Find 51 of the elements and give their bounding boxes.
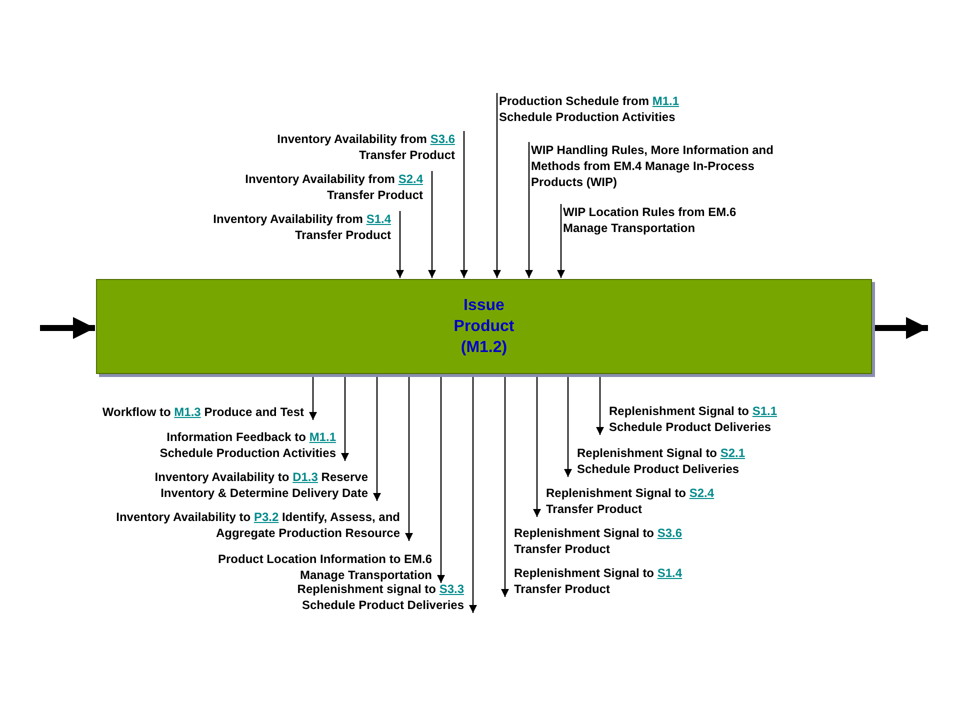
arrow — [428, 171, 436, 278]
flow-label: Production Schedule from M1.1 Schedule Production Activities — [497, 93, 712, 125]
process-box — [96, 279, 872, 374]
link: S1.4 — [366, 212, 391, 226]
flow-label: WIP Location Rules from EM.6 Manage Transportation — [561, 204, 748, 236]
arrow — [373, 375, 381, 501]
flow-label: Workflow to M1.3 Produce and Test — [72, 404, 313, 420]
arrow — [437, 375, 445, 583]
link: S2.1 — [720, 446, 746, 460]
arrow — [533, 375, 541, 517]
arrow — [341, 375, 349, 461]
flow-label: Product Location Information to EM.6 Manage Transportation — [184, 551, 441, 583]
arrow — [557, 204, 565, 278]
link: S3.6 — [657, 526, 682, 540]
arrow — [501, 375, 509, 597]
link: S1.1 — [752, 404, 778, 418]
link: M1.1 — [309, 430, 336, 444]
arrow — [596, 375, 604, 435]
link: D1.3 — [292, 470, 318, 484]
flow-arrow — [40, 317, 95, 339]
flow-label: WIP Handling Rules, More Information and Methods from EM.4 Manage In-Process Products (WIP) — [529, 142, 805, 190]
flow-label: Replenishment Signal to S1.1 Schedule Product Deliveries — [600, 403, 812, 435]
arrow — [309, 375, 317, 420]
link: S2.4 — [398, 172, 423, 186]
flow-label: Inventory Availability to P3.2 Identify, Assess, and Aggregate Production Resource — [110, 509, 409, 541]
link: M1.3 — [174, 405, 201, 419]
flow-label: Inventory Availability from S3.6 Transfer Product — [253, 131, 464, 163]
link: S3.3 — [439, 582, 464, 596]
flow-label: Replenishment Signal to S3.6 Transfer Product — [512, 525, 722, 557]
arrow — [405, 375, 413, 541]
flow-label: Information Feedback to M1.1 Schedule Production Activities — [136, 429, 345, 461]
flow-label: Replenishment Signal to S2.4 Transfer Product — [537, 485, 748, 517]
link: S2.4 — [689, 486, 714, 500]
flow-label: Replenishment Signal to S1.4 Transfer Product — [505, 565, 722, 597]
flow-label: Inventory Availability to D1.3 Reserve Inventory & Determine Delivery Date — [120, 469, 377, 501]
link: S1.4 — [657, 566, 682, 580]
arrow — [564, 375, 572, 477]
arrow — [460, 131, 468, 278]
flow-arrow — [873, 317, 928, 339]
link: M1.1 — [652, 94, 680, 108]
arrow — [525, 142, 533, 278]
link: S3.6 — [430, 132, 455, 146]
flow-label: Inventory Availability from S2.4 Transfer Product — [221, 171, 432, 203]
link: P3.2 — [254, 510, 279, 524]
flow-label: Inventory Availability from S1.4 Transfer Product — [181, 211, 400, 243]
process-title: Issue Product (M1.2) — [452, 296, 516, 358]
arrow — [396, 211, 404, 278]
arrow — [469, 375, 477, 613]
flow-label: Replenishment signal to S3.3 Schedule Product Deliveries — [266, 581, 473, 613]
arrow — [493, 93, 501, 278]
flow-label: Replenishment Signal to S2.1 Schedule Product Deliveries — [568, 445, 782, 477]
